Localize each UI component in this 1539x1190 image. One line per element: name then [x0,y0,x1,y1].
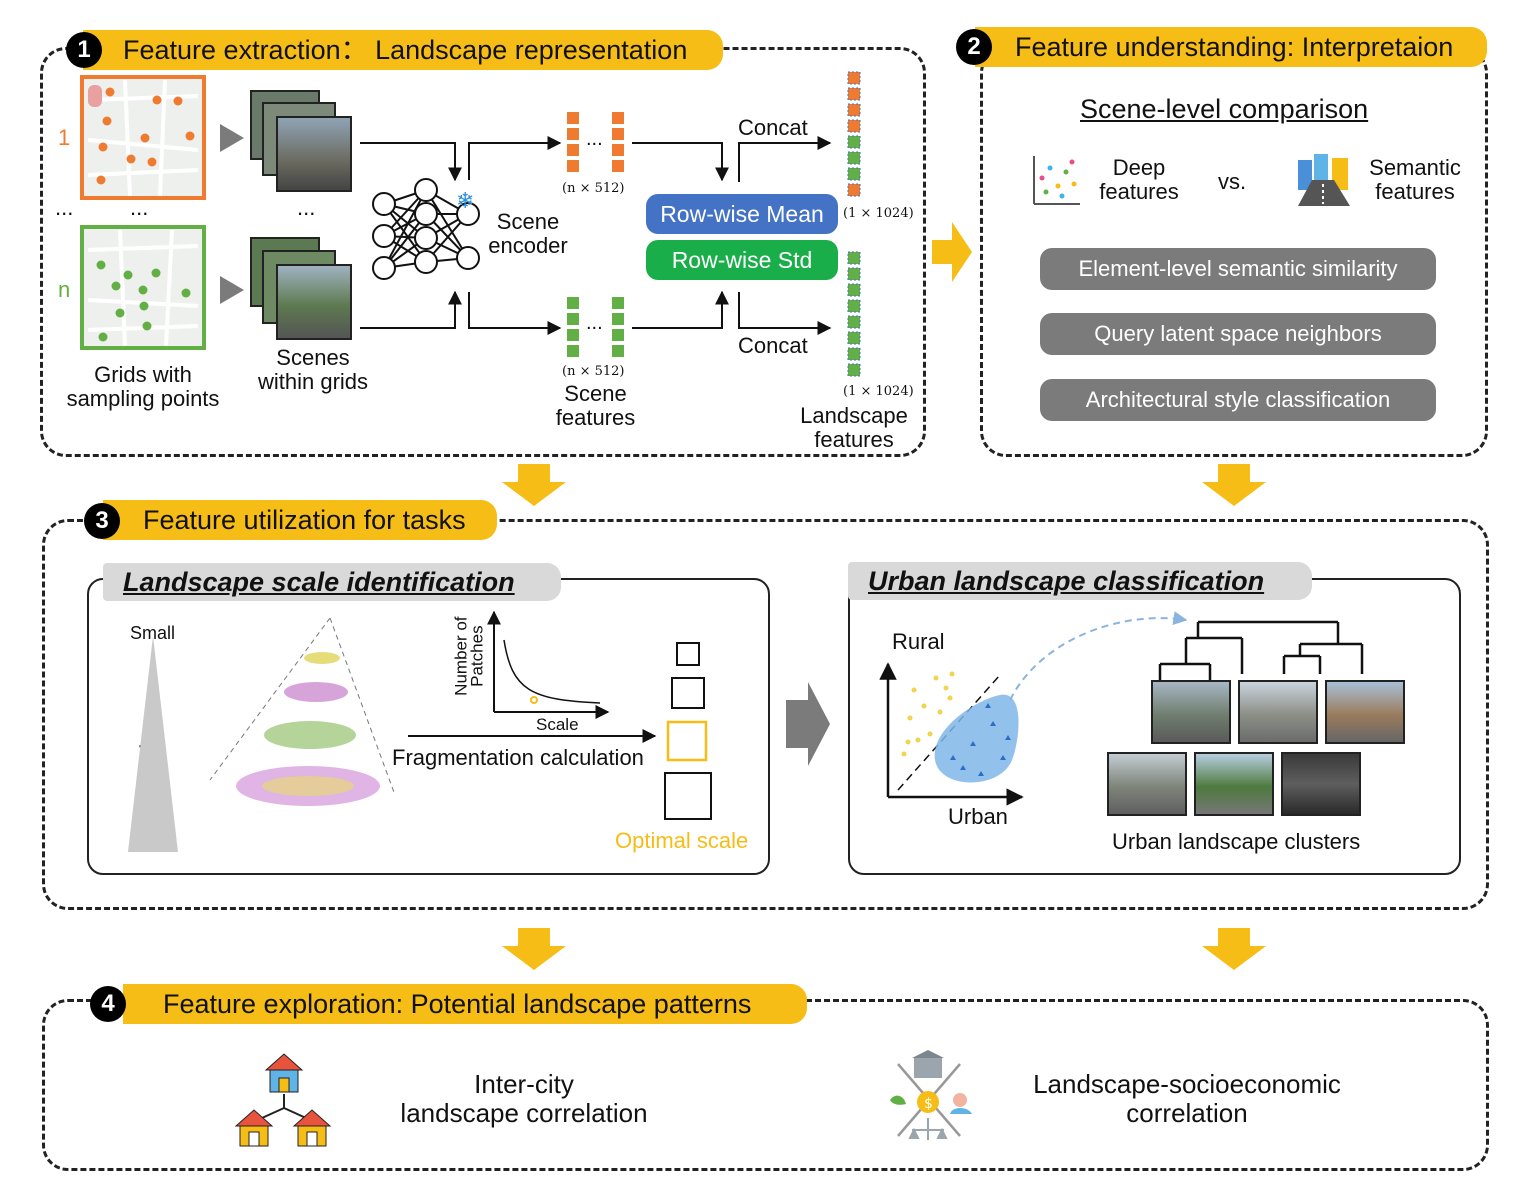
concat-bottom-label: Concat [738,333,808,358]
dim-bottom: (n × 512) [562,364,625,379]
row-index-1: 1 [58,125,71,150]
deep-features-label: Deep features [1099,155,1179,205]
panel2-number: 2 [956,29,992,65]
vs-label: vs. [1218,169,1247,194]
latent-neighbors-box: Query latent space neighbors [1040,313,1436,355]
semantic-features-label: Semantic features [1369,155,1461,205]
dim-out-top: (1 × 1024) [843,206,914,221]
row-index-n: n [58,277,71,302]
dim-top: (n × 512) [562,181,625,196]
urban-classification-title: Urban landscape classification [848,562,1312,600]
panel4-number: 4 [90,986,126,1022]
feature-dots-top: ... [586,128,603,150]
element-similarity-box: Element-level semantic similarity [1040,248,1436,290]
ellipsis-scenes: ... [297,195,316,220]
scenes-label: Scenes within grids [257,345,369,395]
grids-label: Grids with sampling points [66,362,220,412]
encoder-label: Scene encoder [488,209,568,259]
panel4-title: Feature exploration: Potential landscape… [123,984,807,1024]
panel3-frame [42,519,1489,910]
panel1-number: 1 [66,32,102,68]
scene-comparison-heading: Scene-level comparison [1080,94,1369,124]
small-label: Small [130,623,176,643]
clusters-label: Urban landscape clusters [1112,829,1361,854]
cluster-photo-2 [1238,680,1318,744]
panel2-title: Feature understanding: Interpretaion [975,27,1487,67]
scale-identification-title: Landscape scale identification [103,563,561,601]
landscape-features-label: Landscape features [800,403,908,453]
scale-axis-label: Scale [135,730,163,791]
cluster-photo-1 [1151,680,1231,744]
large-label: Large [130,830,177,850]
rural-label: Rural [892,629,945,654]
concat-top-label: Concat [738,115,808,140]
curve-xlabel: Scale [536,715,579,734]
optimal-scale-label: Optimal scale [615,828,749,853]
grid-map-n [80,225,206,350]
scene-photo-stack-nc [276,264,352,340]
cluster-photo-5 [1194,752,1274,816]
ellipsis-left: ... [55,195,74,220]
cluster-photo-3 [1325,680,1405,744]
feature-dots-bottom: ... [586,312,603,334]
scene-photo-stack-1c [276,116,352,192]
urban-label: Urban [948,804,1008,829]
panel3-title: Feature utilization for tasks [103,500,497,540]
socioeconomic-label: Landscape-socioeconomic correlation [1033,1069,1341,1128]
inter-city-label: Inter-city landscape correlation [400,1069,648,1128]
cluster-photo-6 [1281,752,1361,816]
scene-features-label: Scene features [555,381,636,431]
dim-out-bottom: (1 × 1024) [843,384,914,399]
style-classification-box: Architectural style classification [1040,379,1436,421]
row-wise-std-box: Row-wise Std [646,240,838,280]
patches-ylabel: Number of Patches [451,616,487,696]
panel1-title: Feature extraction： Landscape representa… [83,30,723,70]
cluster-photo-4 [1107,752,1187,816]
ellipsis-map: ... [130,195,149,220]
grid-map-1 [80,75,206,200]
panel3-number: 3 [84,503,120,539]
row-wise-mean-box: Row-wise Mean [646,194,838,234]
fragmentation-label: Fragmentation calculation [392,745,644,770]
